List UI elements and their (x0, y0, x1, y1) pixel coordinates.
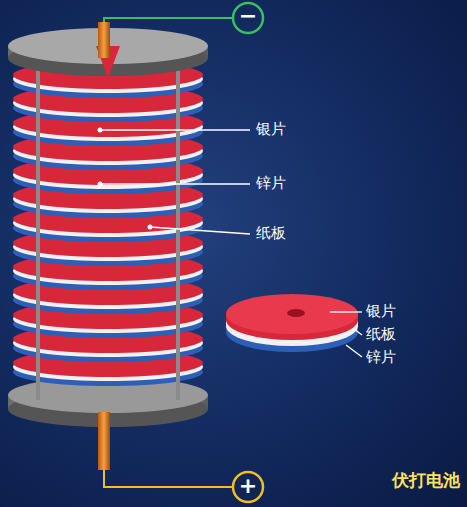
terminal-sign: + (233, 475, 263, 497)
part-label: 锌片 (366, 350, 396, 365)
part-label: 锌片 (256, 176, 286, 191)
terminal-sign: − (233, 5, 263, 27)
part-label: 纸板 (256, 226, 286, 241)
part-label: 纸板 (366, 327, 396, 342)
part-label: 银片 (366, 304, 396, 319)
part-label: 银片 (256, 122, 286, 137)
caption: 伏打电池 (392, 472, 460, 489)
